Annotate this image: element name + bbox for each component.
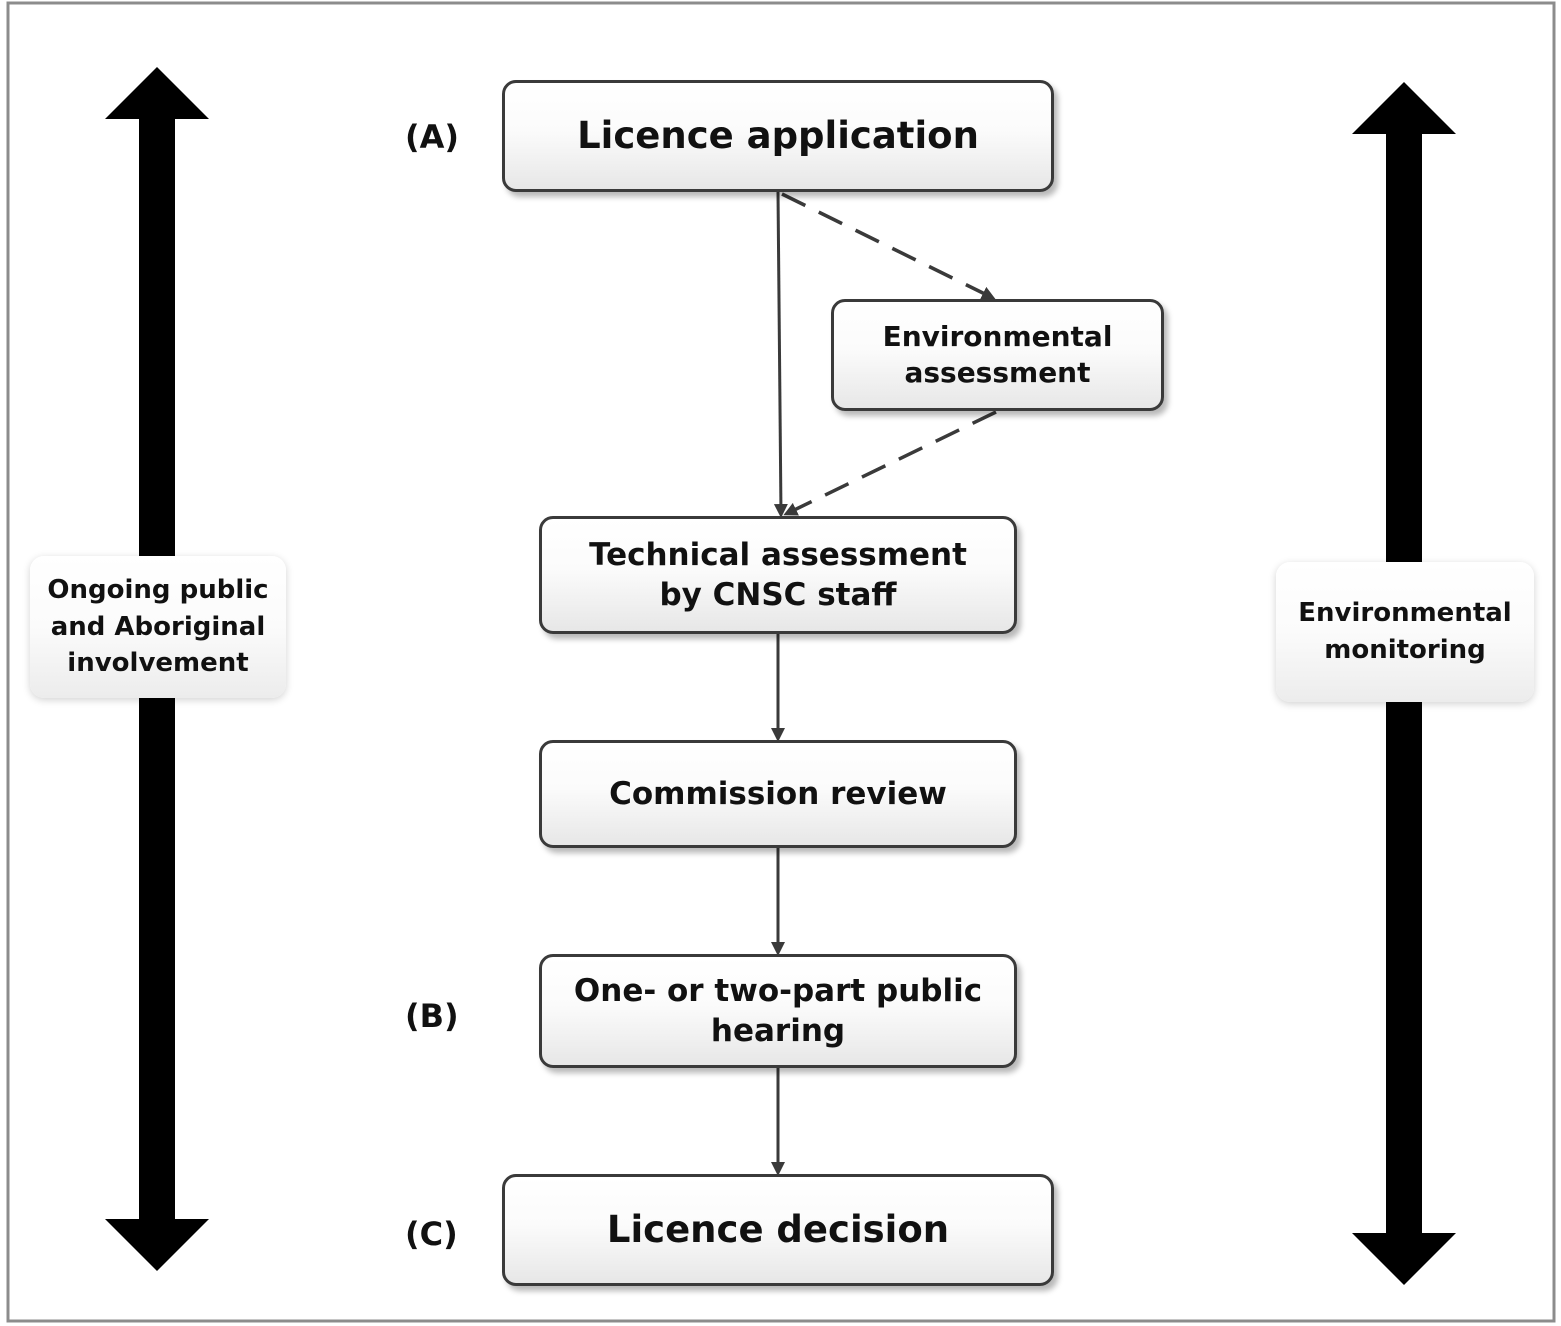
outer-frame (6, 1, 1556, 1323)
public-hearing-node: One- or two-part public hearing (539, 954, 1017, 1068)
edge-application-to-technical (773, 191, 788, 518)
environmental-assessment-node: Environmental assessment (831, 299, 1164, 411)
edge-application-to-environmental (781, 192, 996, 300)
marker-a: (A) (405, 118, 460, 156)
commission-review-node: Commission review (539, 740, 1017, 848)
edge-environmental-to-technical (783, 410, 997, 516)
licence-decision-node: Licence decision (502, 1174, 1054, 1286)
technical-assessment-node: Technical assessment by CNSC staff (539, 516, 1017, 634)
left-side-label: Ongoing public and Aboriginal involvemen… (30, 556, 286, 698)
marker-c: (C) (405, 1215, 458, 1253)
right-side-label: Environmental monitoring (1276, 562, 1534, 702)
licence-application-node: Licence application (502, 80, 1054, 192)
marker-b: (B) (405, 997, 459, 1035)
